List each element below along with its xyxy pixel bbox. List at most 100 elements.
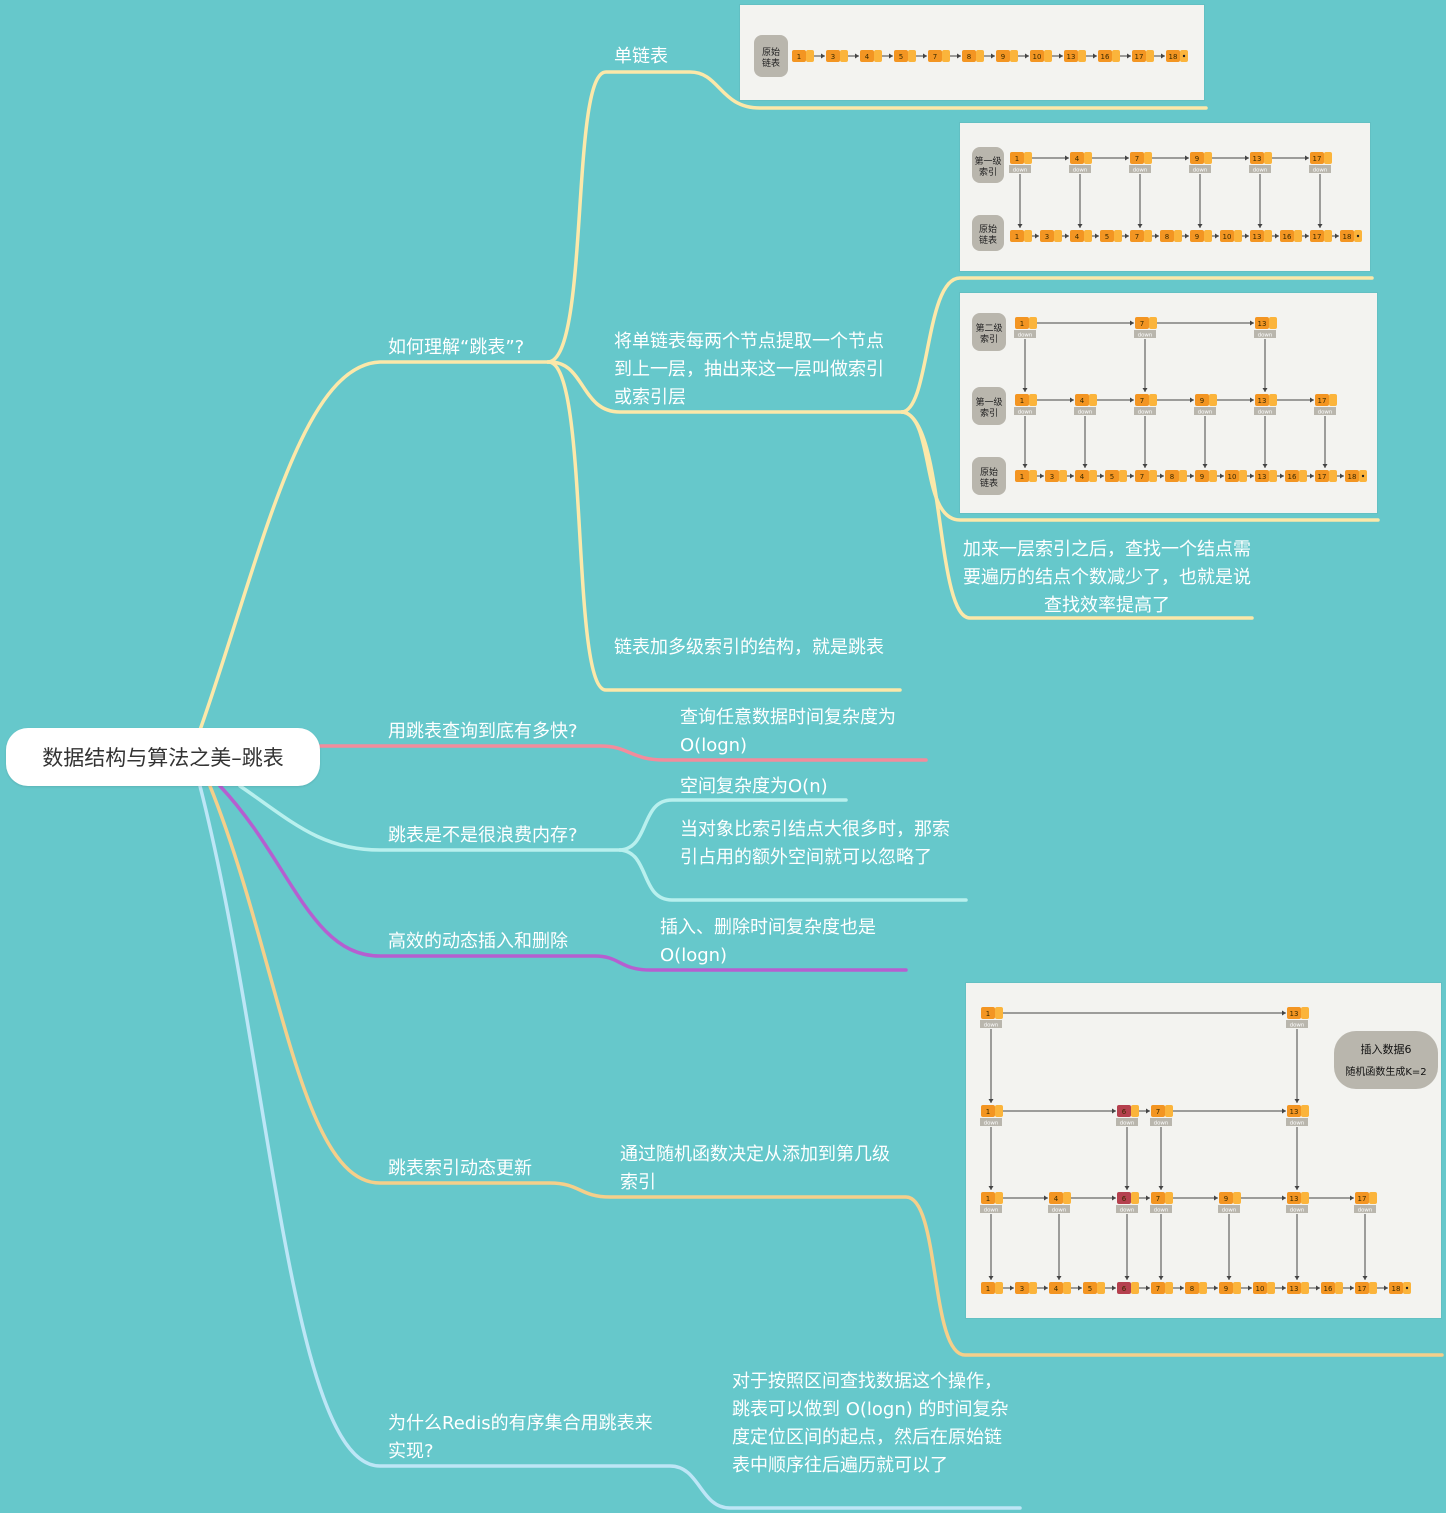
- node-box: [1064, 50, 1078, 62]
- topic-single-list[interactable]: 单链表: [614, 46, 668, 67]
- topic-memory-note[interactable]: 当对象比索引结点大很多时，那索引占用的额外空间就可以忽略了: [680, 819, 950, 868]
- node-box: [1287, 1007, 1301, 1019]
- insert-note-box: [1334, 1031, 1438, 1089]
- pointer-head: [1095, 233, 1099, 239]
- level-tag: [972, 387, 1006, 425]
- node-value: 13: [1290, 1195, 1299, 1203]
- node-down-label: down: [1133, 168, 1148, 174]
- node-next-box: [1329, 470, 1337, 482]
- node-down-box: [980, 1118, 1002, 1126]
- topic-memory-space[interactable]: 空间复杂度为O(n): [680, 776, 828, 797]
- pointer-head: [1035, 233, 1039, 239]
- pointer-head: [1262, 464, 1268, 468]
- node-next-box: [995, 1282, 1003, 1294]
- topic-insert-delete-answer[interactable]: 插入、删除时间复杂度也是O(logn): [660, 917, 876, 966]
- node-value: 5: [1105, 233, 1109, 241]
- topic-dynamic-answer[interactable]: 通过随机函数决定从添加到第几级索引: [620, 1144, 890, 1193]
- node-next-box: [1146, 50, 1154, 62]
- node-next-box: [1165, 1282, 1173, 1294]
- node-box: [1321, 1282, 1335, 1294]
- node-next-box: [1369, 1282, 1377, 1294]
- pointer-head: [1077, 224, 1083, 228]
- node-value: 4: [1080, 397, 1085, 405]
- topic-memory[interactable]: 跳表是不是很浪费内存?: [388, 825, 578, 846]
- topic-extract-index[interactable]: 将单链表每两个节点提取一个节点到上一层，抽出来这一层叫做索引或索引层: [614, 331, 884, 408]
- pointer-head: [1350, 1195, 1354, 1201]
- pointer-head: [855, 53, 859, 59]
- node-next-box: [1209, 470, 1217, 482]
- topic-insert-delete[interactable]: 高效的动态插入和删除: [388, 931, 568, 952]
- node-down-box: [1286, 1020, 1308, 1028]
- pointer-head: [1022, 464, 1028, 468]
- root-topic[interactable]: 数据结构与算法之美–跳表: [6, 728, 320, 786]
- topic-understand[interactable]: 如何理解“跳表”?: [388, 337, 525, 358]
- node-next-box: [1294, 230, 1302, 242]
- topic-speed[interactable]: 用跳表查询到底有多快?: [388, 721, 578, 742]
- node-box: [1010, 152, 1024, 164]
- node-box: [996, 50, 1010, 62]
- node-next-box: [1174, 230, 1182, 242]
- node-value: 9: [1200, 473, 1204, 481]
- node-value: 9: [1001, 53, 1005, 61]
- pointer-head: [1161, 53, 1165, 59]
- null-dot: [1182, 54, 1186, 58]
- node-next-box: [1179, 470, 1187, 482]
- edge-root-insert: [218, 784, 908, 972]
- edge-extract-after: [900, 410, 1254, 620]
- topic-redis-answer[interactable]: 对于按照区间查找数据这个操作，跳表可以做到 O(logn) 的时间复杂度定位区间…: [732, 1371, 1009, 1476]
- node-next-box: [1165, 1192, 1173, 1204]
- node-next-box: [1089, 394, 1097, 406]
- pointer-head: [1142, 464, 1148, 468]
- node-down-label: down: [1290, 1023, 1305, 1029]
- node-down-label: down: [1078, 410, 1093, 416]
- topic-after-index[interactable]: 加来一层索引之后，查找一个结点需要遍历的结点个数减少了，也就是说查找效率提高了: [963, 539, 1251, 616]
- node-next-box: [1119, 470, 1127, 482]
- pointer-head: [1017, 224, 1023, 228]
- pointer-head: [1190, 473, 1194, 479]
- node-down-label: down: [1018, 410, 1033, 416]
- node-value: 6: [1122, 1285, 1127, 1293]
- node-box: [1151, 1192, 1165, 1204]
- node-box: [826, 50, 840, 62]
- node-value: 9: [1224, 1285, 1228, 1293]
- null-dot: [1405, 1286, 1409, 1290]
- node-next-box: [1335, 1282, 1343, 1294]
- edge-root-redis: [198, 784, 1022, 1510]
- pointer-head: [1215, 233, 1219, 239]
- node-box: [1315, 394, 1329, 406]
- topic-redis[interactable]: 为什么Redis的有序集合用跳表来实现?: [388, 1413, 653, 1462]
- node-value: 5: [1088, 1285, 1092, 1293]
- topic-dynamic-update[interactable]: 跳表索引动态更新: [388, 1158, 532, 1179]
- node-down-label: down: [1073, 168, 1088, 174]
- node-value: 3: [1045, 233, 1049, 241]
- node-box: [1190, 152, 1204, 164]
- node-box: [981, 1282, 995, 1294]
- pointer-head: [1093, 53, 1097, 59]
- pointer-head: [1146, 1195, 1150, 1201]
- pointer-head: [1146, 1108, 1150, 1114]
- pointer-head: [1146, 1285, 1150, 1291]
- node-next-box: [1114, 230, 1122, 242]
- node-down-label: down: [984, 1208, 999, 1214]
- pointer-head: [1190, 397, 1194, 403]
- node-box: [1049, 1282, 1063, 1294]
- node-value: 18: [1348, 473, 1357, 481]
- node-value: 5: [1110, 473, 1114, 481]
- node-down-box: [1150, 1205, 1172, 1213]
- node-down-box: [1314, 407, 1336, 415]
- node-value: 13: [1253, 155, 1262, 163]
- node-next-box: [1144, 230, 1152, 242]
- node-value: 8: [1165, 233, 1169, 241]
- node-box: [1219, 1282, 1233, 1294]
- node-down-box: [1074, 407, 1096, 415]
- topic-definition[interactable]: 链表加多级索引的结构，就是跳表: [614, 637, 884, 658]
- pointer-head: [1142, 388, 1148, 392]
- node-value: 18: [1343, 233, 1352, 241]
- node-value: 7: [1156, 1108, 1160, 1116]
- pointer-head: [1040, 473, 1044, 479]
- node-box: [1100, 230, 1114, 242]
- node-box: [928, 50, 942, 62]
- topic-speed-answer[interactable]: 查询任意数据时间复杂度为O(logn): [680, 707, 896, 756]
